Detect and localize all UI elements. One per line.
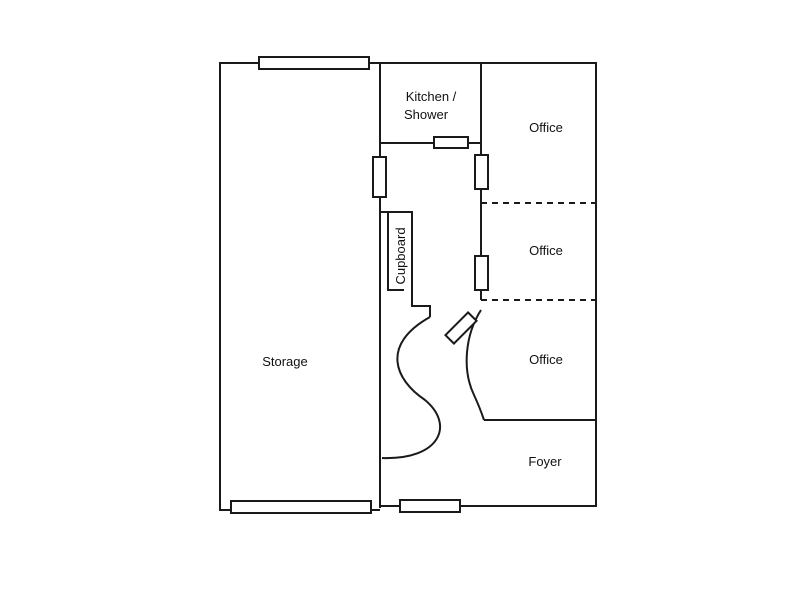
- label-cupboard: Cupboard: [393, 227, 408, 284]
- label-storage: Storage: [262, 354, 308, 369]
- curved-wall-west: [381, 316, 442, 460]
- door-office-bottom: [444, 311, 478, 345]
- room-labels: Kitchen / Shower Office Office Office St…: [262, 89, 563, 469]
- label-kitchen-line1: Kitchen /: [406, 89, 457, 104]
- label-kitchen-line2: Shower: [404, 107, 449, 122]
- cupboard-outline: [380, 211, 431, 317]
- doors: [372, 136, 489, 345]
- label-office-bottom: Office: [529, 352, 563, 367]
- door-kitchen: [433, 136, 469, 149]
- cupboard-inner: [387, 212, 404, 291]
- door-office-top: [474, 154, 489, 190]
- label-office-middle: Office: [529, 243, 563, 258]
- outer-wall-storage: [219, 62, 380, 511]
- outer-wall-east: [380, 62, 597, 507]
- curved-partitions: [381, 309, 485, 460]
- label-foyer: Foyer: [528, 454, 562, 469]
- door-office-middle: [474, 255, 489, 291]
- curved-wall-east: [465, 309, 485, 421]
- window-storage-bottom: [230, 500, 372, 514]
- windows: [230, 56, 461, 514]
- label-office-top: Office: [529, 120, 563, 135]
- door-storage: [372, 156, 387, 198]
- window-foyer-bottom: [399, 499, 461, 513]
- window-storage-top: [258, 56, 370, 70]
